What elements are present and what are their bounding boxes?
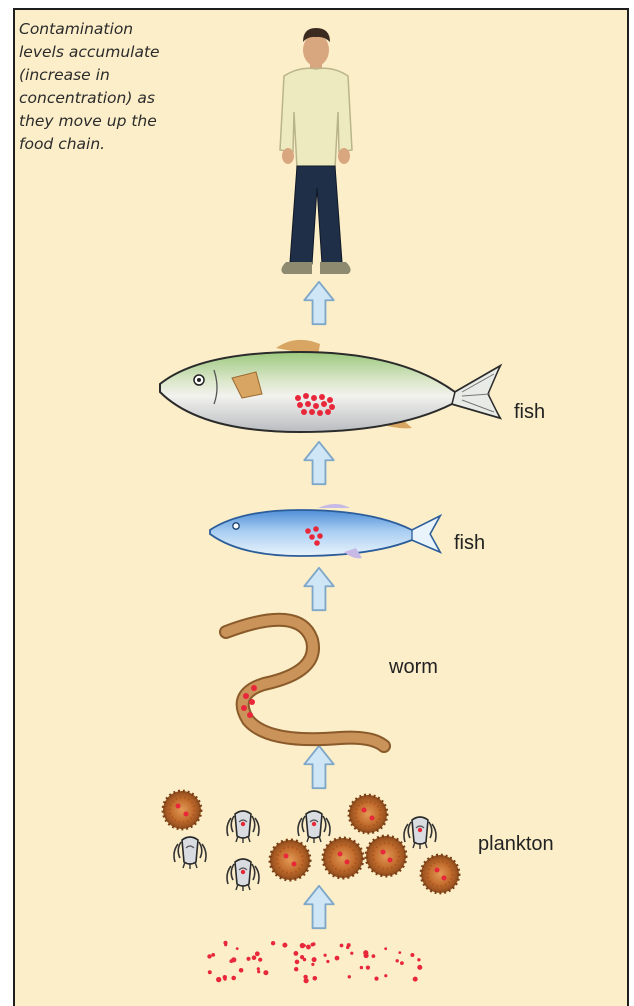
contaminant-dot — [295, 960, 300, 965]
contaminant-dot — [294, 951, 299, 956]
contaminant-dot — [417, 958, 420, 961]
small-fish-icon — [210, 504, 440, 558]
contaminant-dot — [294, 967, 298, 971]
contaminant-dot — [366, 966, 370, 970]
arrow-up-icon — [304, 746, 333, 788]
contaminant-dot — [360, 966, 363, 969]
contaminant-dot — [258, 958, 262, 962]
contaminant-dot — [326, 960, 329, 963]
small-fish-label: fish — [454, 532, 485, 555]
plankton-icon — [163, 791, 459, 893]
contaminant-dot — [255, 951, 260, 956]
contaminant-dot — [350, 952, 353, 955]
contaminant-dot — [224, 943, 227, 946]
contaminant-dot — [398, 951, 401, 954]
contaminant-dot — [246, 957, 250, 961]
contaminant-dot — [306, 945, 311, 950]
contaminant-dot — [335, 956, 340, 961]
contaminant-dot — [236, 947, 239, 950]
contaminant-dot — [257, 970, 260, 973]
contaminant-dot — [216, 977, 221, 982]
contaminant-dot — [300, 943, 305, 948]
contaminant-dot — [304, 978, 309, 983]
contaminant-dot — [396, 959, 399, 962]
caption-text: Contamination levels accumulate (increas… — [19, 18, 179, 156]
contaminant-dot — [313, 976, 318, 981]
contaminant-dot — [229, 959, 233, 963]
contaminant-dot — [410, 953, 414, 957]
worm-label: worm — [389, 656, 438, 679]
contaminant-dot — [211, 953, 215, 957]
contaminant-dot — [208, 970, 212, 974]
arrow-up-icon — [304, 442, 333, 484]
contaminant-dot — [263, 970, 268, 975]
contaminant-dots — [207, 941, 422, 984]
contaminant-dot — [231, 976, 236, 981]
contaminant-dot — [311, 963, 314, 966]
large-fish-label: fish — [514, 401, 545, 424]
contaminant-dot — [364, 953, 369, 958]
contaminant-dot — [239, 968, 244, 973]
contaminant-dot — [207, 954, 211, 958]
arrow-up-icon — [304, 282, 333, 324]
contaminant-dot — [374, 977, 378, 981]
contaminant-dot — [413, 977, 418, 982]
person-icon — [280, 28, 352, 274]
contaminant-dot — [252, 955, 257, 960]
plankton-label: plankton — [478, 833, 554, 856]
contaminant-dot — [312, 957, 317, 962]
contaminant-dot — [257, 967, 260, 970]
contaminant-dot — [223, 977, 226, 980]
arrow-up-icon — [304, 886, 333, 928]
contaminant-dot — [271, 941, 275, 945]
contaminant-dot — [300, 955, 304, 959]
contaminant-dot — [384, 947, 387, 950]
contaminant-dot — [372, 954, 376, 958]
contaminant-dot — [324, 954, 327, 957]
arrow-up-icon — [304, 568, 333, 610]
worm-icon — [226, 620, 384, 746]
contaminant-dot — [311, 943, 315, 947]
contaminant-dot — [348, 975, 351, 978]
contaminant-dot — [417, 965, 422, 970]
large-fish-icon — [160, 340, 500, 432]
contaminant-dot — [346, 946, 349, 949]
contaminant-dot — [400, 961, 404, 965]
contaminant-dot — [282, 943, 287, 948]
contaminant-dot — [384, 974, 387, 977]
contaminant-dot — [340, 944, 344, 948]
